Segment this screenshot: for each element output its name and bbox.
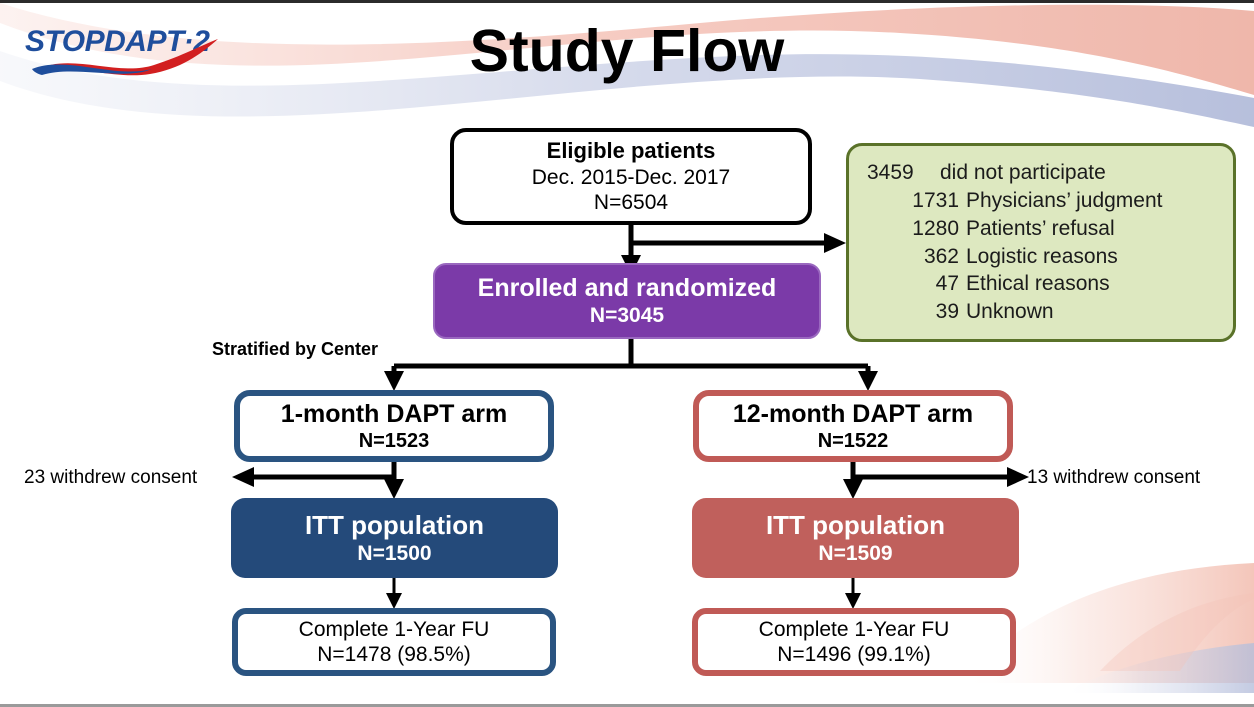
exclusion-number: 362	[923, 244, 959, 268]
arrowhead-to-itt-left	[384, 479, 404, 499]
logo-swoosh-icon	[32, 39, 218, 76]
box-arm-12month-dapt: 12-month DAPT arm N=1522	[693, 390, 1013, 462]
exclusion-row-total: 3459 did not participate	[867, 159, 1219, 187]
exclusion-number: 1731	[912, 189, 959, 213]
exclusion-label: Physicians’ judgment	[966, 189, 1163, 213]
arm-right-title: 12-month DAPT arm	[732, 400, 974, 428]
itt-left-title: ITT population	[304, 509, 485, 540]
eligible-count: N=6504	[593, 190, 669, 214]
flow-connectors	[232, 225, 1029, 609]
fu-right-title: Complete 1-Year FU	[758, 617, 950, 641]
exclusion-label: Unknown	[966, 299, 1054, 323]
arrowhead-to-fu-right	[845, 593, 861, 609]
arrowhead-withdrew-right	[1007, 467, 1029, 487]
exclusion-row: 47 Ethical reasons	[867, 270, 1245, 298]
eligible-title: Eligible patients	[546, 138, 716, 164]
arm-left-title: 1-month DAPT arm	[280, 400, 508, 428]
arrowhead-withdrew-left	[232, 467, 254, 487]
exclusion-number: 1280	[912, 216, 959, 240]
exclusion-number: 47	[935, 272, 959, 296]
box-complete-followup-left: Complete 1-Year FU N=1478 (98.5%)	[232, 608, 556, 676]
exclusion-row: 1280 Patients’ refusal	[867, 215, 1245, 243]
fu-right-count: N=1496 (99.1%)	[777, 643, 931, 666]
exclusion-label: Ethical reasons	[966, 272, 1110, 296]
eligible-period: Dec. 2015-Dec. 2017	[531, 165, 731, 189]
enrolled-count: N=3045	[589, 304, 665, 328]
withdrew-consent-right-label: 13 withdrew consent	[1027, 467, 1201, 488]
arrowhead-to-exclusions	[824, 233, 846, 253]
background-swoosh-decoration	[0, 3, 1254, 693]
exclusion-label: Logistic reasons	[966, 244, 1118, 268]
withdrew-consent-left-label: 23 withdrew consent	[24, 467, 198, 488]
arrowhead-to-fu-left	[386, 593, 402, 609]
exclusion-number: 39	[935, 299, 959, 323]
fu-left-count: N=1478 (98.5%)	[317, 643, 471, 666]
box-itt-population-left: ITT population N=1500	[231, 498, 558, 578]
box-enrolled-randomized: Enrolled and randomized N=3045	[433, 263, 821, 339]
box-complete-followup-right: Complete 1-Year FU N=1496 (99.1%)	[692, 608, 1016, 676]
itt-right-count: N=1509	[818, 542, 893, 565]
box-eligible-patients: Eligible patients Dec. 2015-Dec. 2017 N=…	[450, 128, 812, 225]
arm-left-count: N=1523	[358, 430, 430, 452]
box-arm-1month-dapt: 1-month DAPT arm N=1523	[234, 390, 554, 462]
exclusion-total-number: 3459	[867, 161, 914, 185]
exclusion-row: 39 Unknown	[867, 298, 1245, 326]
box-itt-population-right: ITT population N=1509	[692, 498, 1019, 578]
fu-left-title: Complete 1-Year FU	[298, 617, 490, 641]
arrowhead-to-arm-left	[384, 371, 404, 391]
exclusion-row: 362 Logistic reasons	[867, 243, 1245, 271]
exclusion-label: Patients’ refusal	[966, 216, 1115, 240]
arrowhead-to-arm-right	[858, 371, 878, 391]
itt-left-count: N=1500	[357, 542, 432, 565]
arrowhead-to-itt-right	[843, 479, 863, 499]
exclusion-total-label: did not participate	[940, 161, 1106, 185]
arm-right-count: N=1522	[817, 430, 889, 452]
enrolled-title: Enrolled and randomized	[477, 274, 777, 303]
itt-right-title: ITT population	[765, 509, 946, 540]
exclusion-row: 1731 Physicians’ judgment	[867, 187, 1245, 215]
stratified-by-center-label: Stratified by Center	[212, 339, 379, 359]
box-exclusions: 3459 did not participate 1731 Physicians…	[846, 143, 1236, 342]
stopdapt2-logo: STOPDAPT·2	[22, 25, 237, 81]
